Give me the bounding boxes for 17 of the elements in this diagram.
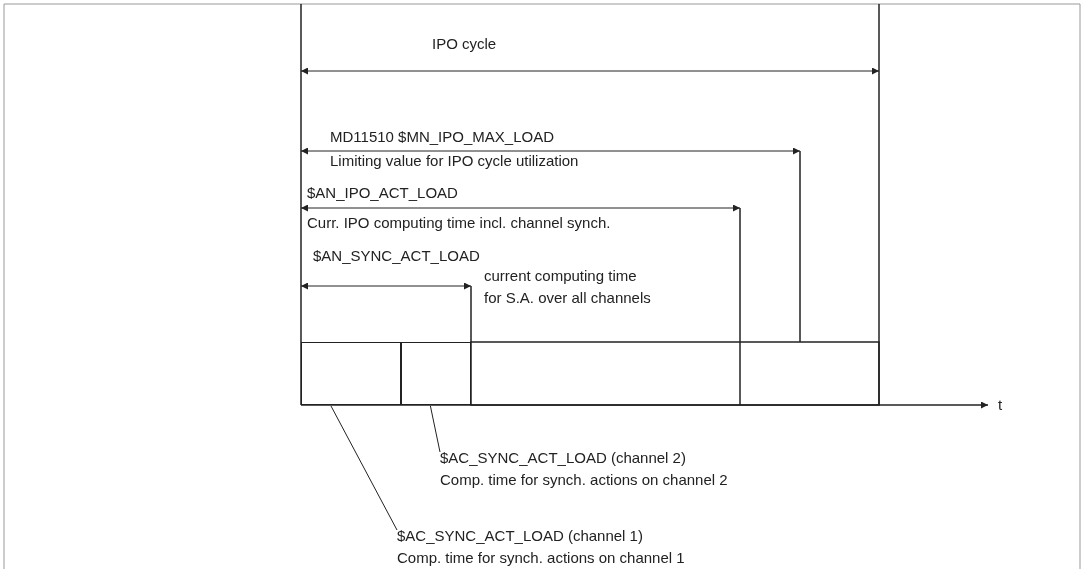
dimension-label: IPO cycle <box>432 35 497 53</box>
axis-label: t <box>998 396 1003 414</box>
time-bar-segment <box>301 342 401 405</box>
parameter-name: $AN_SYNC_ACT_LOAD <box>313 247 480 265</box>
leader-line <box>429 405 441 453</box>
time-bar-segment <box>401 342 471 405</box>
description-text: Curr. IPO computing time incl. channel synch. <box>307 214 611 232</box>
description-text: Comp. time for synch. actions on channel 2 <box>440 470 728 490</box>
description-text: for S.A. over all channels <box>484 289 651 307</box>
description-text: Limiting value for IPO cycle utilization <box>330 152 579 170</box>
description-text: Comp. time for synch. actions on channel 1 <box>397 548 685 568</box>
leader-line <box>330 405 398 531</box>
parameter-name: $AN_IPO_ACT_LOAD <box>307 184 458 202</box>
parameter-name: MD11510 $MN_IPO_MAX_LOAD <box>330 128 554 146</box>
parameter-name: $AC_SYNC_ACT_LOAD (channel 1) <box>397 526 644 546</box>
parameter-name: $AC_SYNC_ACT_LOAD (channel 2) <box>440 448 687 468</box>
description-text: current computing time <box>484 267 637 285</box>
